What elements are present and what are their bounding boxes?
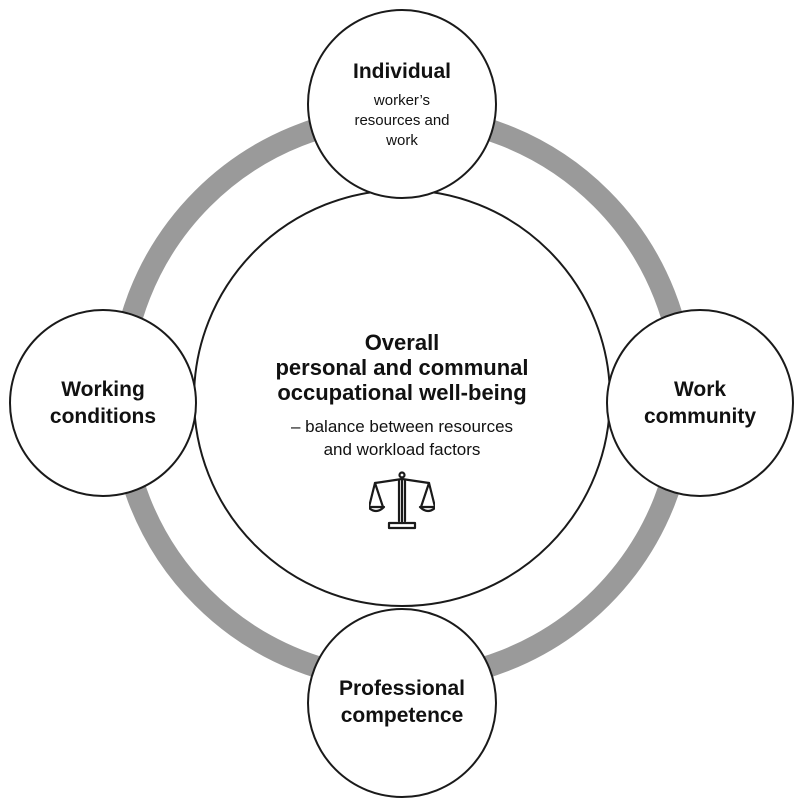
node-work-community-line-1: Work bbox=[673, 378, 727, 401]
node-professional-competence-line-1: Professional bbox=[338, 677, 466, 700]
scales-icon bbox=[369, 471, 435, 530]
node-circle-left bbox=[9, 309, 197, 497]
center-title-line-1: Overall bbox=[364, 330, 440, 355]
node-circle-top bbox=[307, 9, 497, 199]
center-title-line-2: personal and communal bbox=[275, 355, 529, 380]
node-professional-competence-line-2: competence bbox=[340, 704, 464, 727]
node-circle-bottom bbox=[307, 608, 497, 798]
node-work-community: Work community bbox=[620, 376, 780, 430]
node-working-conditions-line-1: Working bbox=[61, 378, 145, 401]
node-professional-competence: Professional competence bbox=[322, 675, 482, 729]
node-individual-subtitle-line-3: work bbox=[386, 132, 418, 149]
node-work-community-line-2: community bbox=[643, 405, 756, 428]
node-individual-subtitle-line-2: resources and bbox=[354, 112, 450, 129]
node-working-conditions-line-2: conditions bbox=[49, 405, 157, 428]
node-working-conditions: Working conditions bbox=[28, 376, 178, 430]
center-content: Overall personal and communal occupation… bbox=[252, 330, 552, 533]
center-title-line-3: occupational well-being bbox=[277, 380, 527, 405]
node-individual-subtitle-line-1: worker’s bbox=[373, 92, 431, 109]
center-subtitle-line-2: and workload factors bbox=[323, 440, 481, 459]
node-individual-title: Individual bbox=[352, 60, 451, 83]
node-individual: Individual worker’s resources and work bbox=[322, 58, 482, 151]
node-circle-right bbox=[606, 309, 794, 497]
center-subtitle-line-1: – balance between resources bbox=[290, 417, 514, 436]
